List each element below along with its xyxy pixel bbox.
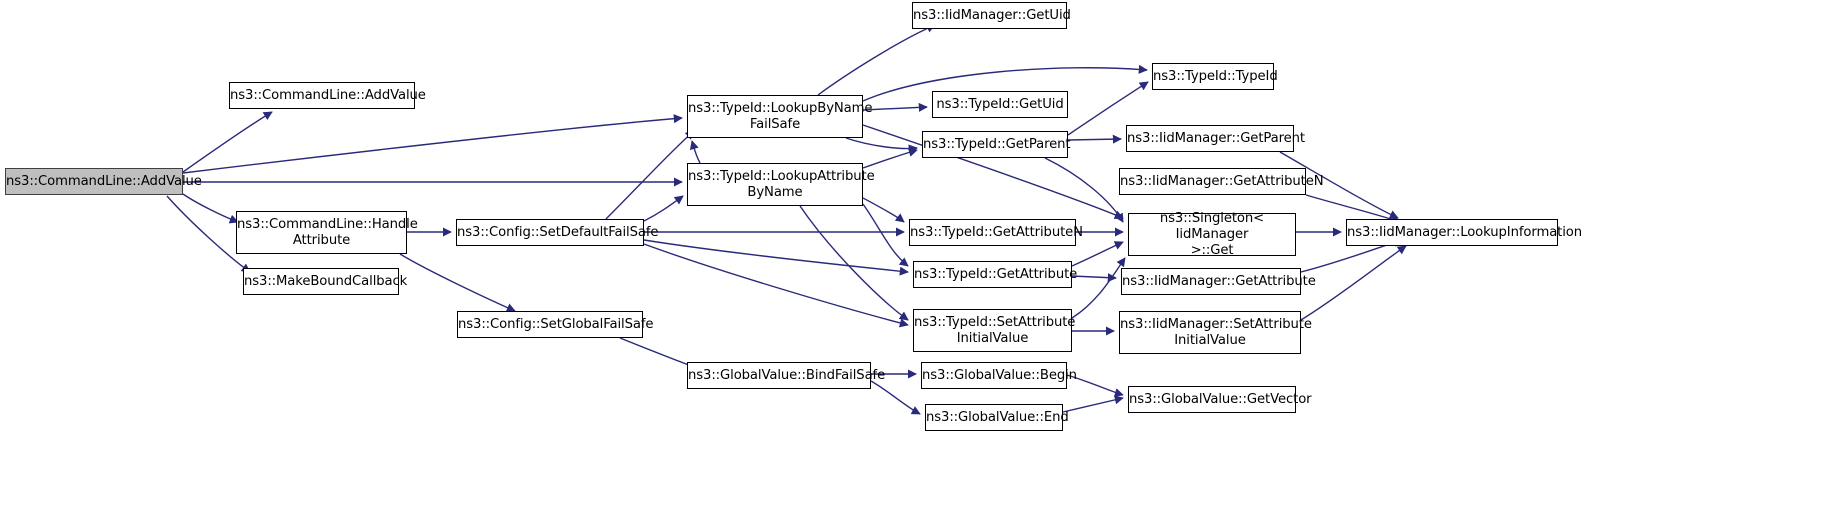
graph-node-label: ns3::IidManager::LookupInformation: [1347, 224, 1583, 240]
graph-node-label: ns3::Singleton< IidManager >::Get: [1159, 210, 1265, 258]
graph-node-n23[interactable]: ns3::GlobalValue::GetVector: [1128, 386, 1312, 413]
graph-node-n5[interactable]: ns3::Config::SetGlobalFailSafe: [457, 311, 654, 338]
graph-node-n10[interactable]: ns3::TypeId::GetUid: [932, 91, 1068, 118]
graph-edge-n7-to-n6: [689, 140, 701, 164]
graph-node-label: ns3::MakeBoundCallback: [244, 273, 408, 289]
graph-edge-n13-to-n21: [1071, 273, 1117, 283]
graph-node-n20[interactable]: ns3::Singleton< IidManager >::Get: [1128, 210, 1296, 258]
graph-edge-n7-to-n11: [862, 147, 918, 169]
graph-node-label: ns3::Config::SetDefaultFailSafe: [457, 224, 659, 240]
graph-node-n2[interactable]: ns3::CommandLine::Handle Attribute: [236, 211, 418, 254]
graph-node-n11[interactable]: ns3::TypeId::GetParent: [922, 131, 1071, 158]
graph-node-n1[interactable]: ns3::CommandLine::AddValue: [229, 82, 426, 109]
graph-edge-n4-to-n14: [643, 243, 909, 328]
graph-node-n17[interactable]: ns3::TypeId::TypeId: [1152, 63, 1278, 90]
graph-node-label: ns3::CommandLine::Handle Attribute: [237, 216, 418, 248]
graph-node-label: ns3::TypeId::GetAttribute: [914, 266, 1078, 282]
graph-node-label: ns3::TypeId::TypeId: [1153, 68, 1278, 84]
graph-node-label: ns3::IidManager::GetAttributeN: [1120, 173, 1324, 189]
graph-edge-n13-to-n20: [1071, 241, 1124, 267]
graph-edge-n7-to-n12: [862, 197, 905, 223]
graph-node-label: ns3::TypeId::GetParent: [923, 136, 1071, 152]
graph-node-n21[interactable]: ns3::IidManager::GetAttribute: [1121, 268, 1316, 295]
graph-edge-n7-to-n13: [862, 203, 909, 267]
graph-node-label: ns3::IidManager::SetAttribute InitialVal…: [1120, 316, 1312, 348]
graph-node-label: ns3::TypeId::GetUid: [936, 96, 1064, 112]
graph-edge-n4-to-n13: [643, 239, 909, 276]
graph-node-label: ns3::TypeId::LookupByName FailSafe: [688, 100, 873, 132]
graph-node-n24[interactable]: ns3::IidManager::LookupInformation: [1346, 219, 1583, 246]
graph-node-n22[interactable]: ns3::IidManager::SetAttribute InitialVal…: [1119, 311, 1312, 354]
graph-node-label: ns3::GlobalValue::End: [926, 409, 1069, 425]
graph-node-n0[interactable]: ns3::CommandLine::AddValue: [5, 168, 202, 195]
graph-node-n18[interactable]: ns3::IidManager::GetParent: [1126, 125, 1306, 152]
graph-node-label: ns3::IidManager::GetUid: [913, 7, 1071, 23]
graph-node-n12[interactable]: ns3::TypeId::GetAttributeN: [909, 219, 1083, 246]
graph-edge-n4-to-n7: [643, 195, 684, 222]
graph-node-label: ns3::CommandLine::AddValue: [230, 87, 426, 103]
graph-node-n6[interactable]: ns3::TypeId::LookupByName FailSafe: [687, 95, 873, 138]
graph-node-n14[interactable]: ns3::TypeId::SetAttribute InitialValue: [913, 309, 1076, 352]
graph-node-n13[interactable]: ns3::TypeId::GetAttribute: [913, 261, 1078, 288]
graph-node-label: ns3::Config::SetGlobalFailSafe: [458, 316, 654, 332]
graph-edge-n6-to-n9: [817, 24, 936, 96]
graph-node-n3[interactable]: ns3::MakeBoundCallback: [243, 268, 408, 295]
graph-node-label: ns3::TypeId::SetAttribute InitialValue: [914, 314, 1076, 346]
graph-edge-n6-to-n10: [862, 102, 928, 112]
graph-node-label: ns3::IidManager::GetAttribute: [1122, 273, 1316, 289]
graph-edge-n19-to-n24: [1305, 194, 1401, 224]
graph-node-n9[interactable]: ns3::IidManager::GetUid: [912, 2, 1071, 29]
graph-node-n4[interactable]: ns3::Config::SetDefaultFailSafe: [456, 219, 659, 246]
graph-node-n15[interactable]: ns3::GlobalValue::Begin: [921, 362, 1077, 389]
graph-edge-n2-to-n5: [399, 253, 516, 312]
graph-node-label: ns3::TypeId::LookupAttribute ByName: [688, 168, 875, 200]
graph-node-label: ns3::TypeId::GetAttributeN: [910, 224, 1083, 240]
graph-edge-n0-to-n1: [182, 111, 273, 173]
graph-edge-n22-to-n24: [1300, 245, 1407, 321]
graph-edge-n11-to-n18: [1067, 134, 1122, 144]
graph-edge-n6-to-n11: [845, 137, 918, 154]
graph-edge-n7-to-n14: [799, 205, 909, 321]
graph-edge-n11-to-n20: [1044, 157, 1124, 223]
graph-node-n7[interactable]: ns3::TypeId::LookupAttribute ByName: [687, 163, 875, 206]
graph-node-n8[interactable]: ns3::GlobalValue::BindFailSafe: [687, 362, 886, 389]
graph-node-label: ns3::GlobalValue::GetVector: [1129, 391, 1312, 407]
graph-edge-n14-to-n20: [1071, 257, 1126, 319]
graph-node-label: ns3::CommandLine::AddValue: [6, 173, 202, 189]
graph-edge-n16-to-n23: [1062, 395, 1124, 413]
graph-node-n16[interactable]: ns3::GlobalValue::End: [925, 404, 1069, 431]
graph-edge-n8-to-n16: [870, 380, 921, 415]
graph-edge-n0-to-n6: [182, 114, 683, 174]
graph-node-n19[interactable]: ns3::IidManager::GetAttributeN: [1119, 168, 1324, 195]
graph-node-label: ns3::GlobalValue::BindFailSafe: [688, 367, 886, 383]
graph-edge-n4-to-n6: [605, 130, 695, 220]
graph-node-label: ns3::GlobalValue::Begin: [922, 367, 1077, 383]
graph-node-label: ns3::IidManager::GetParent: [1127, 130, 1306, 146]
graph-edge-n0-to-n2: [182, 193, 239, 224]
